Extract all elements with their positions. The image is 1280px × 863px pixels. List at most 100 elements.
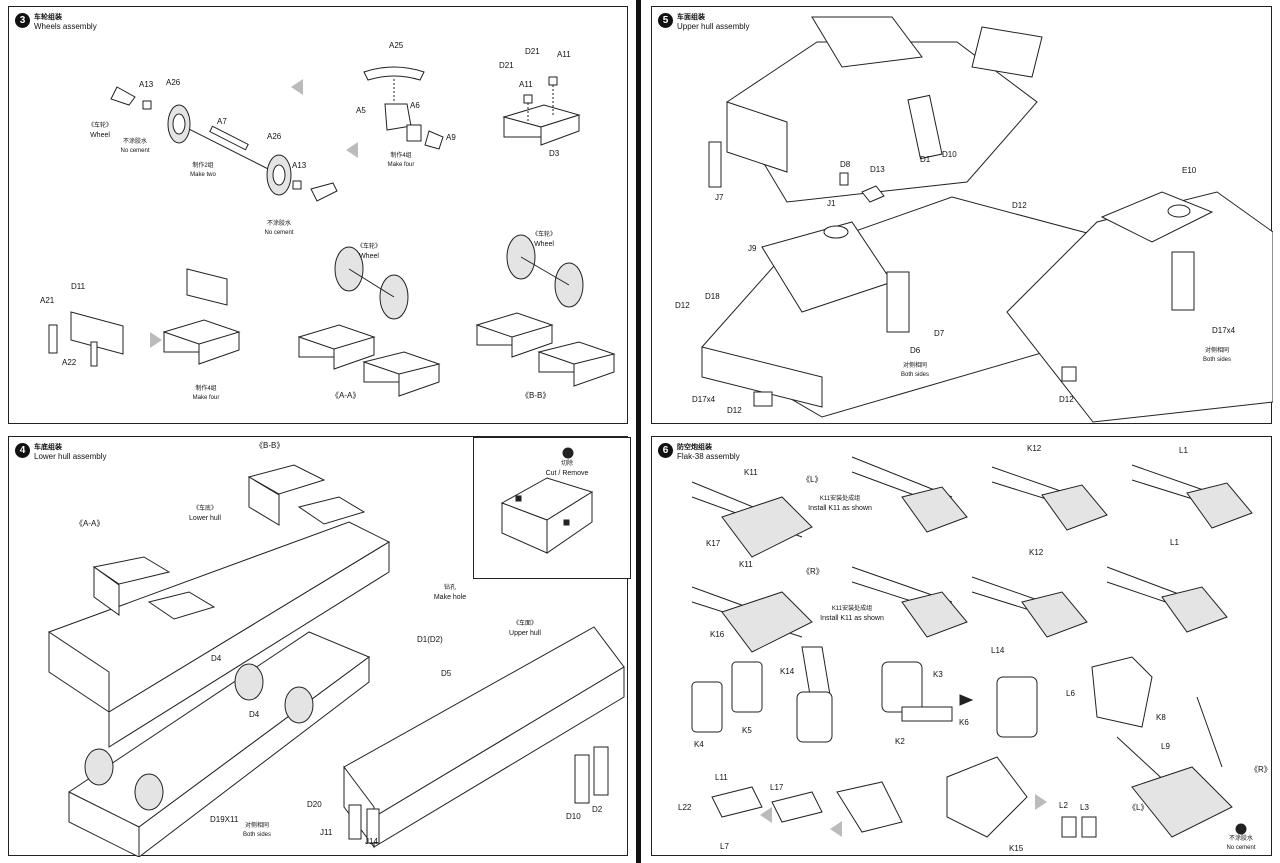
part-d1-d2-label: D1(D2) [417,635,443,644]
part-k12-label: K12 [1027,444,1042,453]
flak-parts-row-4-drawing [711,696,1247,838]
part-k12-label: K12 [1029,548,1044,557]
part-a11-label: A11 [519,80,533,89]
step-5-drawing [701,16,1273,423]
arrow-right-icon [760,807,772,823]
wheel-axle-drawing [110,86,338,202]
part-d12-label: D12 [1012,201,1027,210]
part-d11-label: D11 [71,282,86,291]
part-j11-label: J11 [320,828,333,837]
step-number-badge: 4 [15,443,30,458]
part-d12-label: D12 [1059,395,1074,404]
part-d7-label: D7 [934,329,945,338]
step-title: 车面组装 Upper hull assembly [677,14,750,31]
part-a11-label: A11 [557,50,571,59]
part-j9-label: J9 [748,244,757,253]
part-k4-label: K4 [694,740,704,749]
page-divider [636,0,641,863]
part-d21-label: D21 [499,61,514,70]
arrow-right-icon [830,821,842,837]
part-a22-label: A22 [62,358,77,367]
arrow-left-icon [346,142,358,158]
part-d10-label: D10 [566,812,581,821]
part-l1-label: L1 [1170,538,1179,547]
part-d17x4-label: D17x4 [1212,326,1236,335]
part-l3-label: L3 [1080,803,1089,812]
part-l1-label: L1 [1179,446,1188,455]
part-k11-label: K11 [744,468,758,477]
cut-icon [562,447,574,459]
part-k5-label: K5 [742,726,752,735]
part-d4-label: D4 [211,654,222,663]
step-6-flak-assembly-panel: 6 防空炮组装 Flak-38 assembly [651,436,1272,856]
plate-drawing [48,311,124,367]
part-d4-label: D4 [249,710,260,719]
bogie-box-2-drawing [162,268,241,365]
section-bb-label: 《B-B》 [521,391,551,400]
section-aa-label: 《A-A》 [331,391,361,400]
step-title-en: Wheels assembly [34,22,97,31]
wheel-caption: 《车轮》Wheel [356,244,381,260]
step-3-wheels-assembly-panel: 3 车轮组装 Wheels assembly [8,6,628,424]
side-r-label: 《R》 [802,567,824,576]
bogie-bracket-drawing [363,66,444,150]
part-d20-label: D20 [307,800,322,809]
part-k16-label: K16 [710,630,725,639]
part-j7-label: J7 [715,193,724,202]
part-d17x4-label: D17x4 [692,395,716,404]
upper-hull-rear-drawing [1006,191,1273,423]
part-d18-label: D18 [705,292,720,301]
arrow-right-icon [959,694,974,706]
part-d5-label: D5 [441,669,452,678]
part-d1-label: D1 [920,155,931,164]
upper-hull-shell-drawing [343,626,625,849]
part-d12-label: D12 [675,301,690,310]
part-l17-label: L17 [770,783,784,792]
part-d8-label: D8 [840,160,851,169]
flak-guns-row-1-drawing [691,456,1253,558]
wheel-caption: 《车轮》Wheel [87,123,112,139]
part-d19x11-label: D19X11 [210,815,239,824]
cut-remove-drawing [500,447,594,554]
lower-hull-frame-drawing [48,464,391,748]
section-aa-drawing [297,246,441,397]
flak-parts-row-3-drawing [691,646,1153,743]
part-l9-label: L9 [1161,742,1170,751]
part-d3-label: D3 [549,149,560,158]
step-4-header: 4 车底组装 Lower hull assembly [15,443,106,461]
step-5-header: 5 车面组装 Upper hull assembly [658,13,749,31]
part-k3-label: K3 [933,670,943,679]
part-k2-label: K2 [895,737,905,746]
lower-hull-bottom-drawing [68,631,371,857]
arrow-left-icon [291,79,303,95]
section-bb-drawing [475,234,616,387]
upper-hull-front-drawing [701,172,1103,418]
part-e10-label: E10 [1182,166,1197,175]
part-a26-label: A26 [267,132,282,141]
part-k17-label: K17 [706,539,721,548]
part-l22-label: L22 [678,803,692,812]
part-l6-label: L6 [1066,689,1075,698]
part-k14-label: K14 [780,667,795,676]
part-d12-label: D12 [727,406,742,415]
arrow-left-icon [1035,794,1047,810]
part-j1-label: J1 [827,199,836,208]
part-a13-label: A13 [139,80,154,89]
part-a5-label: A5 [356,106,366,115]
no-cement-icon [1235,823,1247,835]
side-l-label: 《L》 [802,475,823,484]
part-a7-label: A7 [217,117,227,126]
part-a25-label: A25 [389,41,404,50]
step-5-upper-hull-panel: 5 车面组装 Upper hull assembly [651,6,1273,424]
